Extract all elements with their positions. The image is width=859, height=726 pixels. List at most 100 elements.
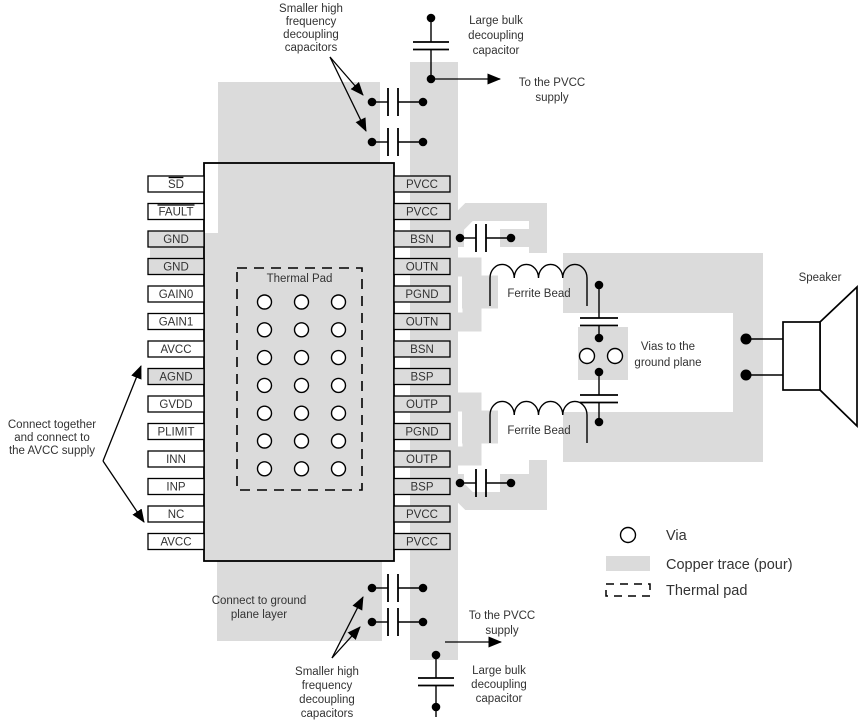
thermal-via-icon	[330, 377, 347, 394]
pin-label: BSP	[410, 372, 433, 384]
thermal-pad: Thermal Pad	[236, 267, 363, 491]
pin-label: OUTN	[406, 317, 439, 329]
thermal-via-icon	[256, 433, 273, 449]
note-bottom-bulk-cap-line: decoupling	[471, 679, 527, 691]
note-bottom-pvcc-line: To the PVCC	[469, 610, 535, 622]
via-legend-icon	[619, 526, 637, 544]
pin-label: PVCC	[406, 537, 438, 549]
thermal-via-icon	[330, 405, 347, 421]
note-top-bulk-cap-line: Large bulk	[469, 15, 523, 27]
pin-label: PGND	[405, 427, 438, 439]
pin-label: AVCC	[160, 537, 191, 549]
pin-left-inp-11: INP	[147, 477, 205, 496]
pin-label: BSP	[410, 482, 433, 494]
pin-box	[147, 367, 205, 386]
pin-right-bsn-2: BSN	[393, 230, 451, 248]
ground-via-icon	[578, 347, 596, 365]
pin-box	[393, 395, 451, 413]
pin-left-nc-12: NC	[147, 505, 205, 523]
pin-left-inn-10: INN	[147, 450, 205, 468]
arrow-top-cap-2	[329, 56, 367, 132]
pin-label: INP	[166, 482, 186, 494]
pin-box	[393, 477, 451, 496]
thermal-via-icon	[256, 349, 273, 366]
thermal-via-icon	[293, 294, 310, 310]
pin-right-outp-10: OUTP	[393, 450, 451, 468]
note-bottom-bulk-cap-line: Large bulk	[472, 665, 526, 677]
components	[367, 13, 618, 717]
pin-box	[147, 175, 205, 193]
speaker-band-pour	[733, 313, 763, 412]
pin-box	[393, 285, 451, 303]
pin-box	[393, 450, 451, 468]
arrow-avcc-1	[102, 365, 142, 462]
pin-left-sd-0: SD	[147, 175, 205, 193]
capacitor-icon	[418, 650, 454, 717]
pin-box	[147, 395, 205, 413]
ic-pour-notch	[205, 164, 218, 233]
ferrite-bead-top-label: Ferrite Bead	[507, 288, 570, 300]
pin-right-pvcc-13: PVCC	[393, 532, 451, 551]
thermal-via-icon	[330, 433, 347, 449]
pin-right-pvcc-0: PVCC	[393, 175, 451, 193]
pin-label: GAIN0	[159, 289, 194, 301]
copper-legend-icon	[606, 556, 650, 571]
pin-right-pvcc-1: PVCC	[393, 202, 451, 221]
note-bottom-small-caps-line: capacitors	[301, 708, 354, 720]
pin-left-fault-1: FAULT	[147, 202, 205, 221]
arrow-bottom-cap-1	[331, 596, 364, 659]
capacitor-icon	[580, 280, 618, 343]
junction-dot	[740, 333, 752, 345]
pin-left-gnd-2: GND	[147, 230, 205, 248]
note-top-small-caps-line: Smaller high	[279, 3, 343, 15]
gnd-connector-pour	[150, 247, 204, 260]
thermal-pad-legend-icon	[605, 583, 651, 597]
pin-box	[147, 340, 205, 358]
thermal-pad-vias	[256, 294, 347, 477]
capacitor-icon	[455, 224, 516, 252]
junction-dot	[740, 369, 752, 381]
pin-label: NC	[168, 509, 185, 521]
note-top-bulk-cap-line: decoupling	[468, 30, 524, 42]
note-left-avcc-line: and connect to	[14, 432, 89, 444]
pin-label: OUTP	[406, 399, 438, 411]
note-bottom-small-caps-line: frequency	[302, 680, 353, 692]
thermal-pad-border	[236, 267, 363, 491]
pin-box	[393, 202, 451, 221]
pin-box	[147, 477, 205, 496]
top-left-pour	[218, 82, 380, 164]
pin-box	[393, 230, 451, 248]
pin-box	[393, 367, 451, 386]
thermal-via-icon	[293, 349, 310, 366]
thermal-via-icon	[256, 377, 273, 394]
capacitor-icon	[367, 574, 428, 602]
pin-box	[147, 285, 205, 303]
pin-left-gain1-5: GAIN1	[147, 312, 205, 331]
thermal-via-icon	[293, 377, 310, 394]
pin-left-gvdd-8: GVDD	[147, 395, 205, 413]
thermal-via-icon	[293, 433, 310, 449]
note-bottom-ground-line: Connect to ground	[212, 595, 307, 607]
thermal-via-icon	[330, 322, 347, 338]
legend-copper-label: Copper trace (pour)	[666, 557, 793, 573]
pin-box	[147, 312, 205, 331]
pin-right-outn-5: OUTN	[393, 312, 451, 331]
pin-label: FAULT	[159, 207, 194, 219]
thermal-via-icon	[256, 405, 273, 421]
pin-label: GND	[163, 234, 189, 246]
note-bottom-small-caps: Smaller highfrequencydecouplingcapacitor…	[295, 666, 359, 720]
pin-left-avcc-6: AVCC	[147, 340, 205, 358]
pin-right-outp-8: OUTP	[393, 395, 451, 413]
pin-label: INN	[166, 454, 186, 466]
pin-box	[393, 505, 451, 523]
thermal-via-icon	[256, 461, 273, 477]
speaker-label: Speaker	[799, 272, 842, 284]
capacitor-icon	[367, 128, 428, 156]
ferrite-bead-bottom-label: Ferrite Bead	[507, 425, 570, 437]
note-top-small-caps: Smaller highfrequencydecouplingcapacitor…	[279, 3, 343, 54]
